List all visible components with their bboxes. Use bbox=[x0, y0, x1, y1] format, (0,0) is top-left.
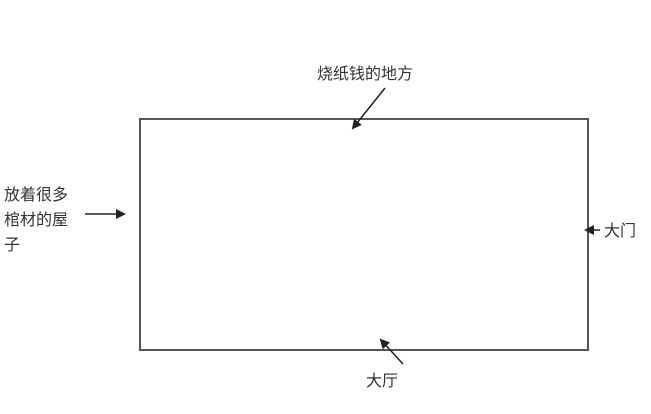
label-hall: 大厅 bbox=[366, 371, 399, 390]
label-paper-burning-place: 烧纸钱的地方 bbox=[317, 64, 414, 83]
arrow-top bbox=[351, 87, 386, 130]
label-main-gate: 大门 bbox=[604, 221, 637, 240]
label-coffin-room-line3: 子 bbox=[4, 235, 21, 254]
label-coffin-room-line2: 棺材的屋 bbox=[4, 210, 69, 229]
arrow-bottom bbox=[379, 338, 404, 365]
label-coffin-room-line1: 放着很多 bbox=[4, 185, 69, 204]
